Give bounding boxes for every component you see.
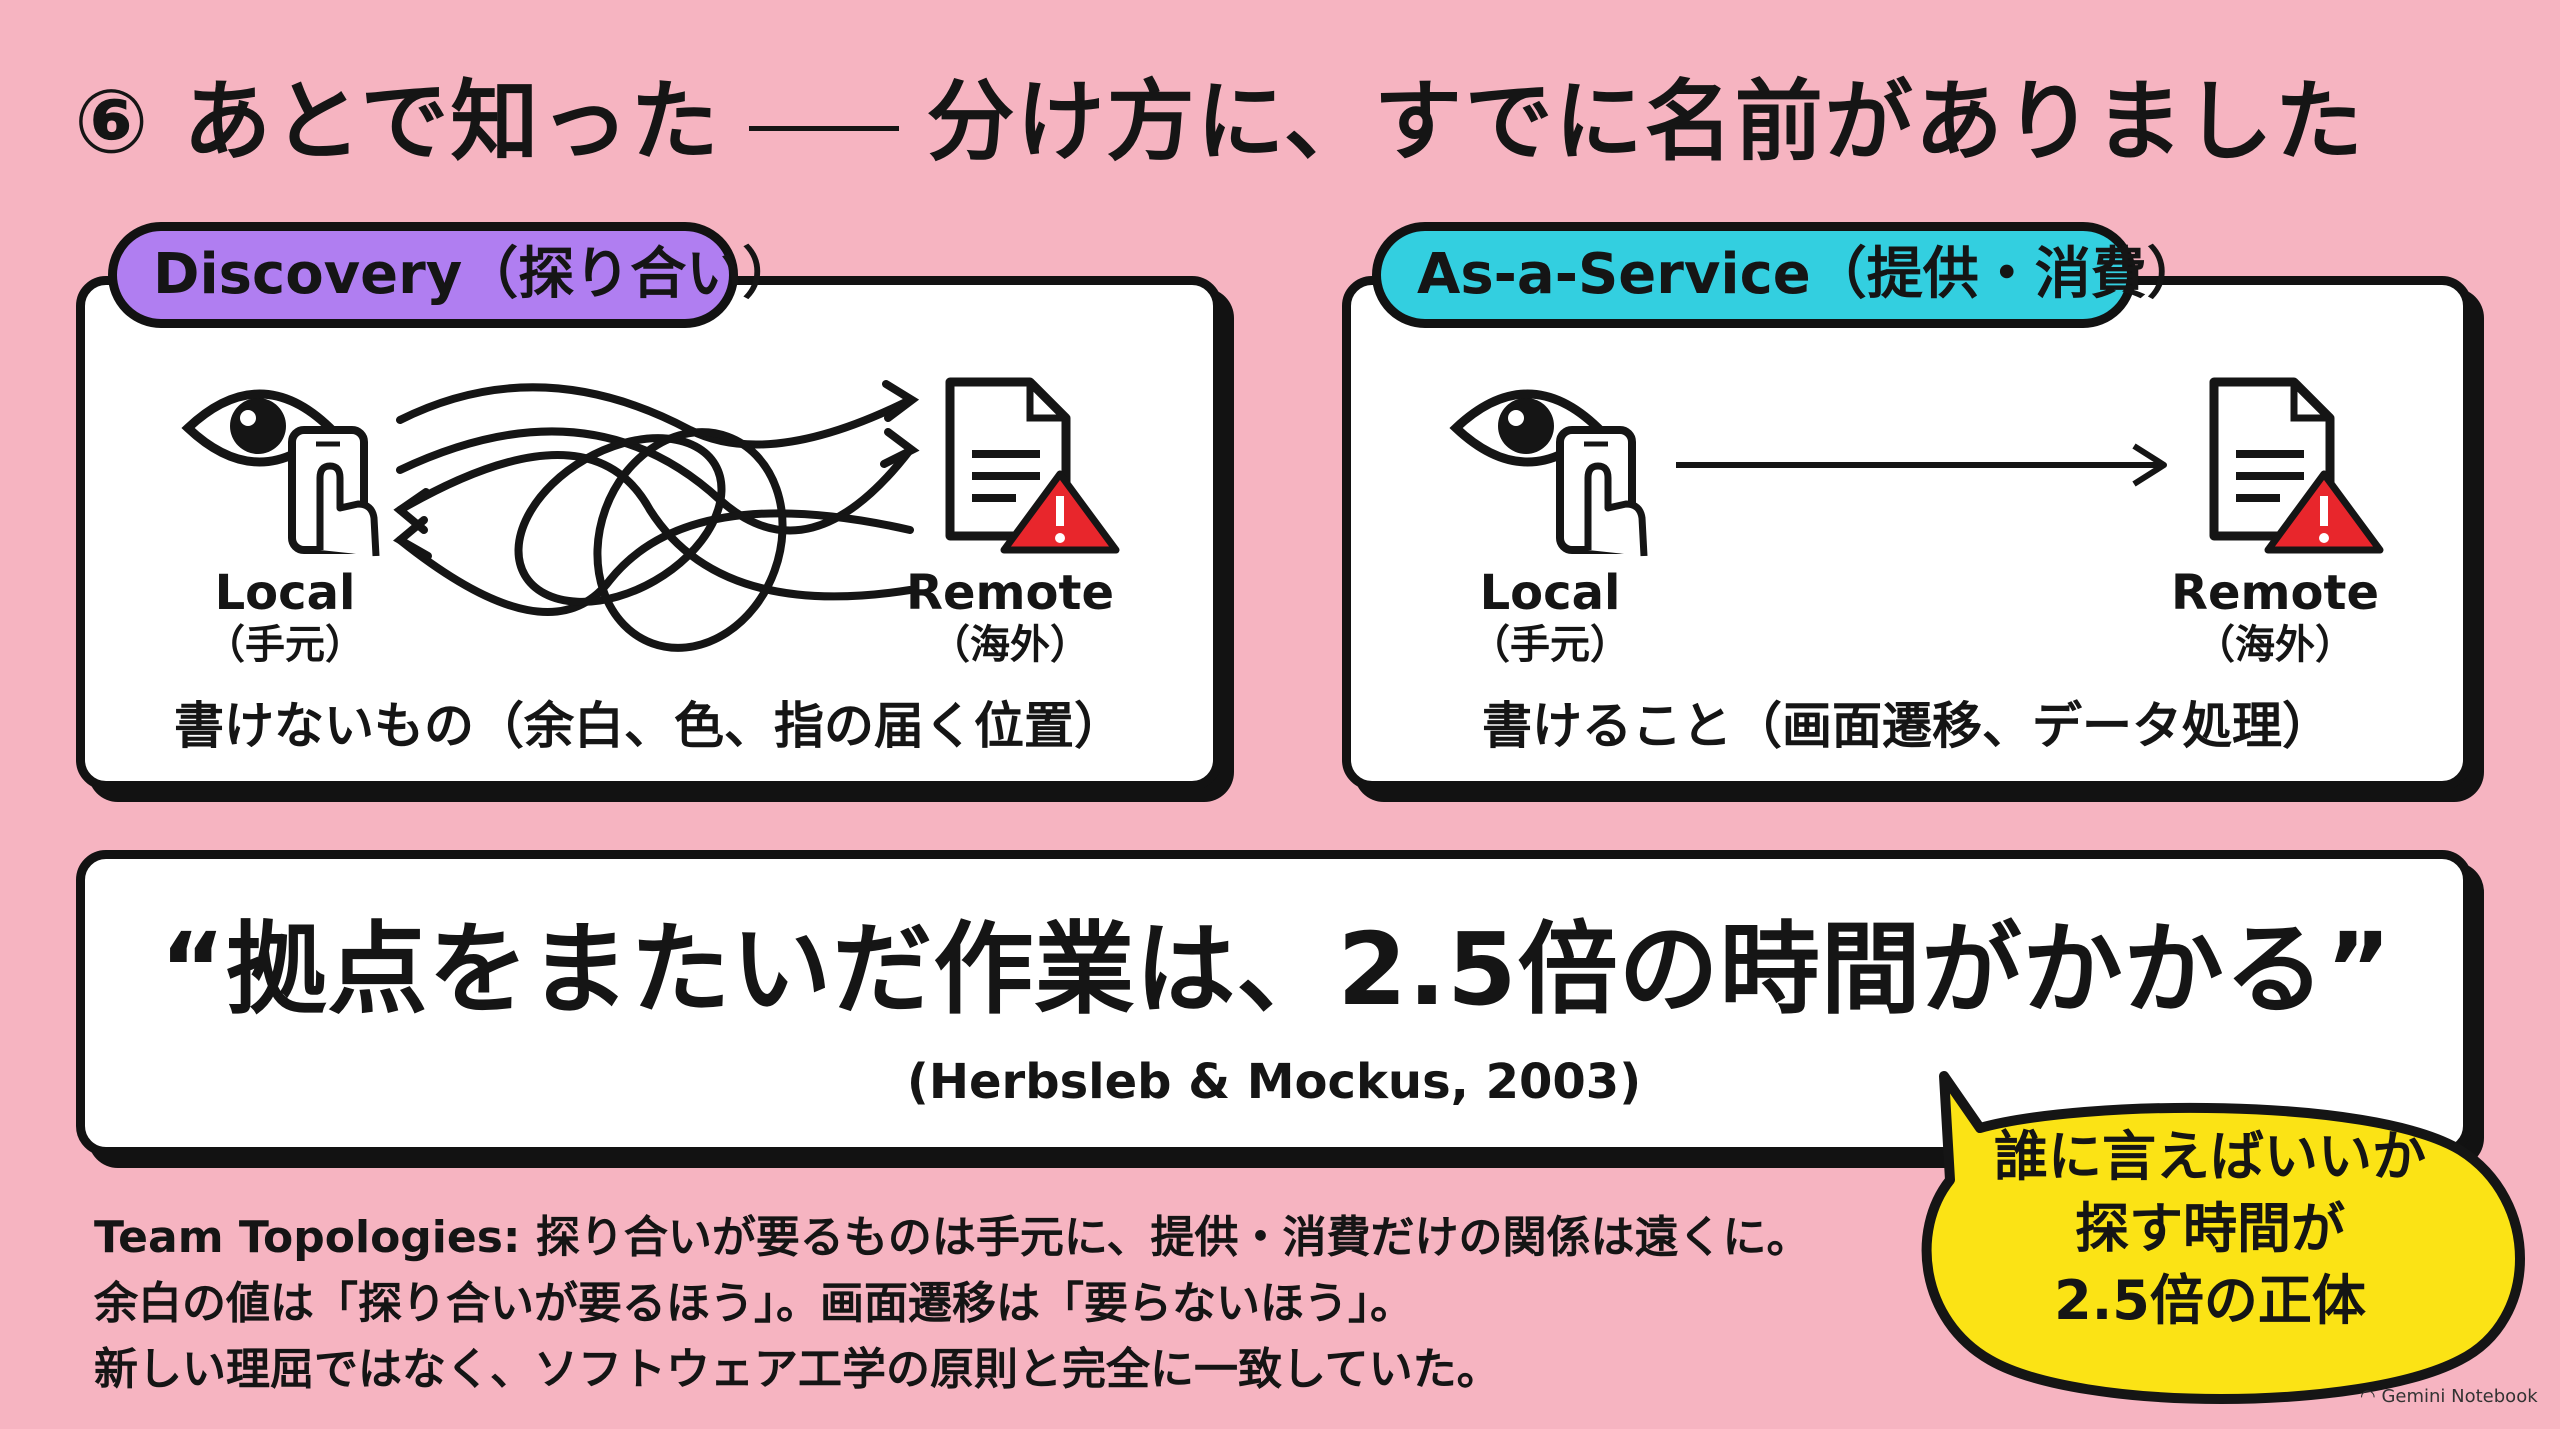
straight-arrow-icon — [1676, 443, 2167, 487]
title-part1: あとで知った — [183, 70, 721, 173]
page-title: ⑥ あとで知った 分け方に、すでに名前がありました — [74, 62, 2514, 182]
warning-icon — [2264, 470, 2384, 554]
service-local-sub: （手元） — [1470, 622, 1630, 668]
service-caption: 書けること（画面遷移、データ処理） — [1482, 697, 2332, 755]
bubble-line-3: 2.5倍の正体 — [2054, 1269, 2366, 1332]
service-tab-label: As-a-Service（提供・消費） — [1372, 222, 2203, 328]
speech-bubble — [1921, 1071, 2525, 1404]
note-line-1: Team Topologies: 探り合いが要るものは手元に、提供・消費だけの関… — [94, 1212, 1811, 1263]
note-line-2: 余白の値は「探り合いが要るほう」。画面遷移は「要らないほう」。 — [94, 1278, 1414, 1329]
discovery-remote-label: Remote — [905, 565, 1114, 621]
quote-text: “拠点をまたいだ作業は、2.5倍の時間がかかる” — [159, 911, 2393, 1028]
discovery-local-label: Local — [214, 565, 356, 621]
watermark: ◠ Gemini Notebook — [2360, 1386, 2538, 1407]
discovery-tab-label: Discovery（探り合い） — [108, 222, 798, 328]
gemini-icon: ◠ — [2360, 1386, 2376, 1407]
service-local-label: Local — [1479, 565, 1621, 621]
discovery-remote-sub: （海外） — [930, 622, 1090, 668]
note-line-3: 新しい理屈ではなく、ソフトウェア工学の原則と完全に一致していた。 — [94, 1344, 1501, 1395]
bubble-line-2: 探す時間が — [2075, 1197, 2345, 1260]
bubble-line-1: 誰に言えばいいか — [1994, 1125, 2426, 1188]
service-remote-label: Remote — [2170, 565, 2379, 621]
pointer-hand-icon — [316, 462, 380, 557]
title-number: ⑥ — [74, 70, 151, 173]
discovery-caption: 書けないもの（余白、色、指の届く位置） — [174, 697, 1124, 755]
title-dash — [748, 125, 899, 131]
warning-icon — [1000, 470, 1120, 554]
discovery-local-sub: （手元） — [205, 622, 365, 668]
quote-box — [76, 850, 2472, 1156]
title-part2: 分け方に、すでに名前がありました — [926, 70, 2365, 173]
service-remote-icons — [2209, 377, 2384, 554]
tangled-arrows-icon — [393, 380, 920, 652]
discovery-local-icons — [181, 389, 380, 557]
watermark-text: Gemini Notebook — [2381, 1386, 2538, 1407]
quote-source: (Herbsleb & Mockus, 2003) — [906, 1054, 1642, 1110]
service-local-icons — [1449, 389, 1648, 557]
pointer-hand-icon — [1584, 462, 1648, 557]
discovery-remote-icons — [945, 377, 1120, 554]
service-remote-sub: （海外） — [2195, 622, 2355, 668]
